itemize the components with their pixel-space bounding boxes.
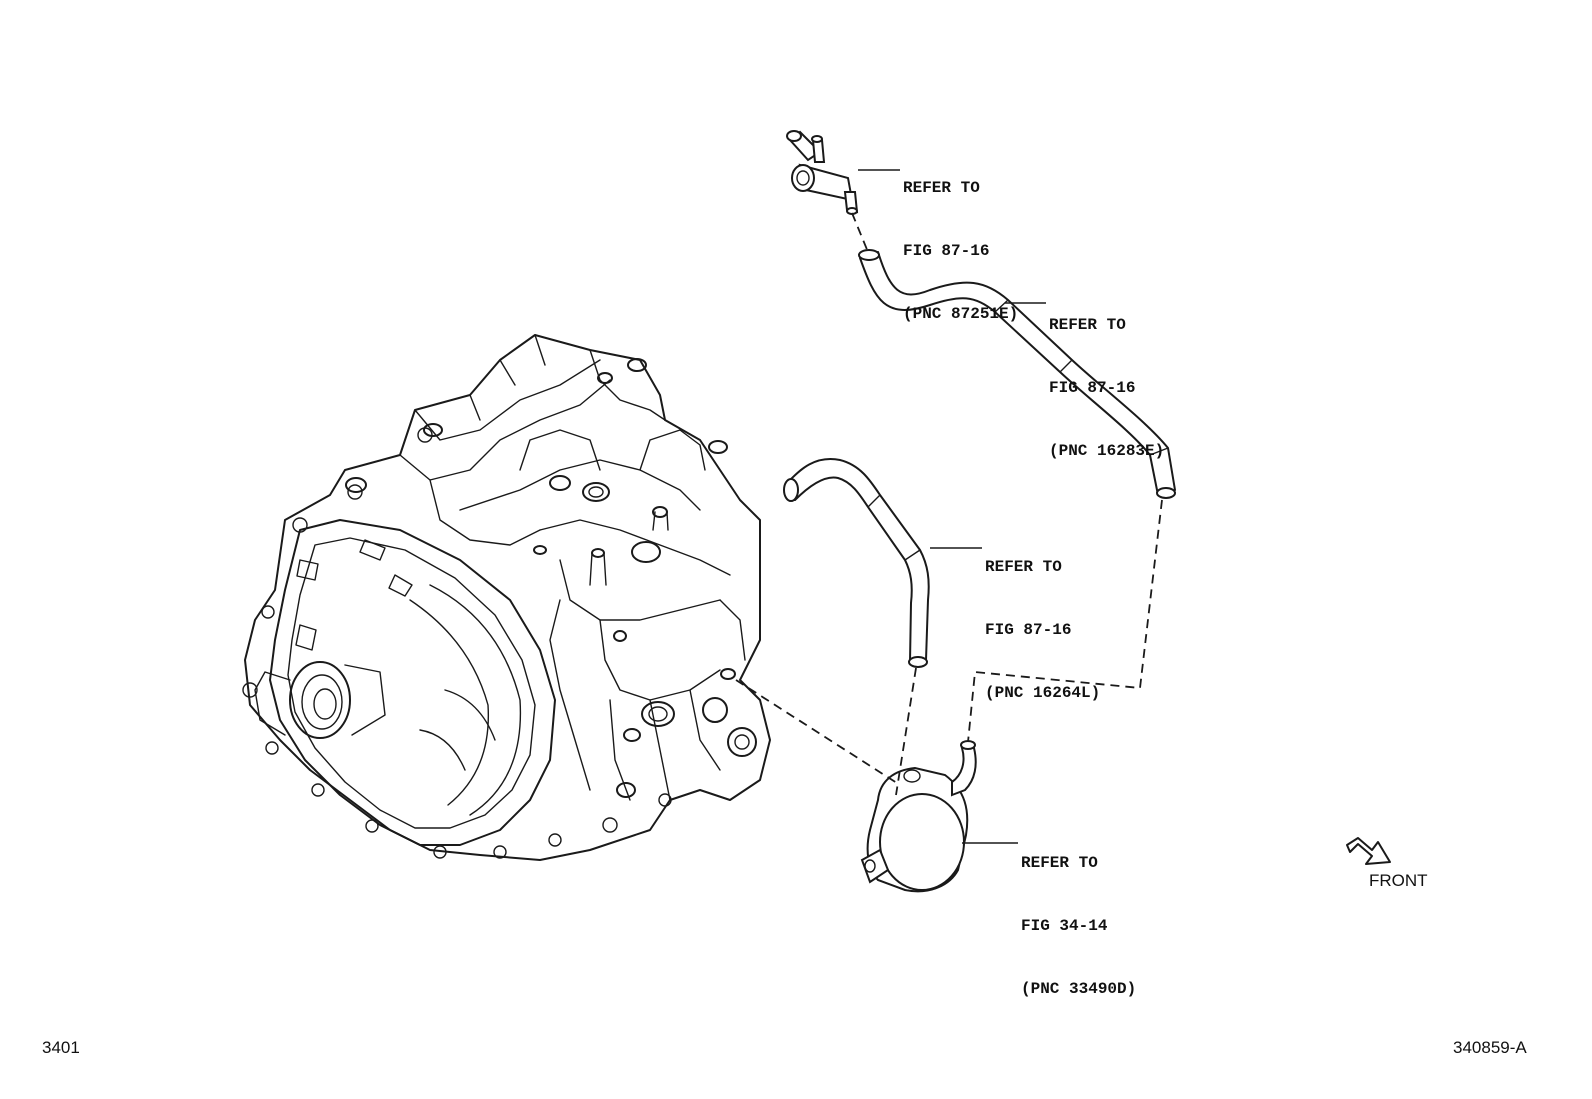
callout-line: REFER TO xyxy=(1021,854,1098,872)
upper-hose-part xyxy=(858,249,1176,499)
callout-line: REFER TO xyxy=(1049,316,1126,334)
case-ports xyxy=(345,358,757,798)
front-arrow-icon xyxy=(1346,837,1391,865)
connection-lines xyxy=(735,212,1163,796)
leader-lines xyxy=(858,169,1046,844)
callout-line: (PNC 16264L) xyxy=(985,684,1101,702)
callout-line: (PNC 33490D) xyxy=(1021,980,1137,998)
flange-bolt-holes xyxy=(242,427,672,859)
callout-line: FIG 87-16 xyxy=(985,621,1072,639)
front-label: FRONT xyxy=(1369,871,1428,890)
callout-vacuum-pump: REFER TO FIG 34-14 (PNC 33490D) xyxy=(1021,811,1136,1021)
callout-line: FIG 87-16 xyxy=(903,242,990,260)
figure-number: 3401 xyxy=(42,1038,80,1057)
callout-line: REFER TO xyxy=(985,558,1062,576)
callout-line: FIG 34-14 xyxy=(1021,917,1108,935)
callout-upper-hose: REFER TO FIG 87-16 (PNC 16283E) xyxy=(1049,273,1164,483)
callout-water-union: REFER TO FIG 87-16 (PNC 87251E) xyxy=(903,136,1018,346)
callout-lower-hose: REFER TO FIG 87-16 (PNC 16264L) xyxy=(985,515,1100,725)
callout-line: (PNC 87251E) xyxy=(903,305,1019,323)
callout-line: (PNC 16283E) xyxy=(1049,442,1165,460)
water-union-part xyxy=(786,130,859,215)
vacuum-pump-part xyxy=(860,740,977,893)
transaxle-assembly xyxy=(242,334,771,861)
drawing-id: 340859-A xyxy=(1453,1038,1527,1057)
lower-hose-part xyxy=(783,458,930,668)
callout-line: REFER TO xyxy=(903,179,980,197)
callout-line: FIG 87-16 xyxy=(1049,379,1136,397)
